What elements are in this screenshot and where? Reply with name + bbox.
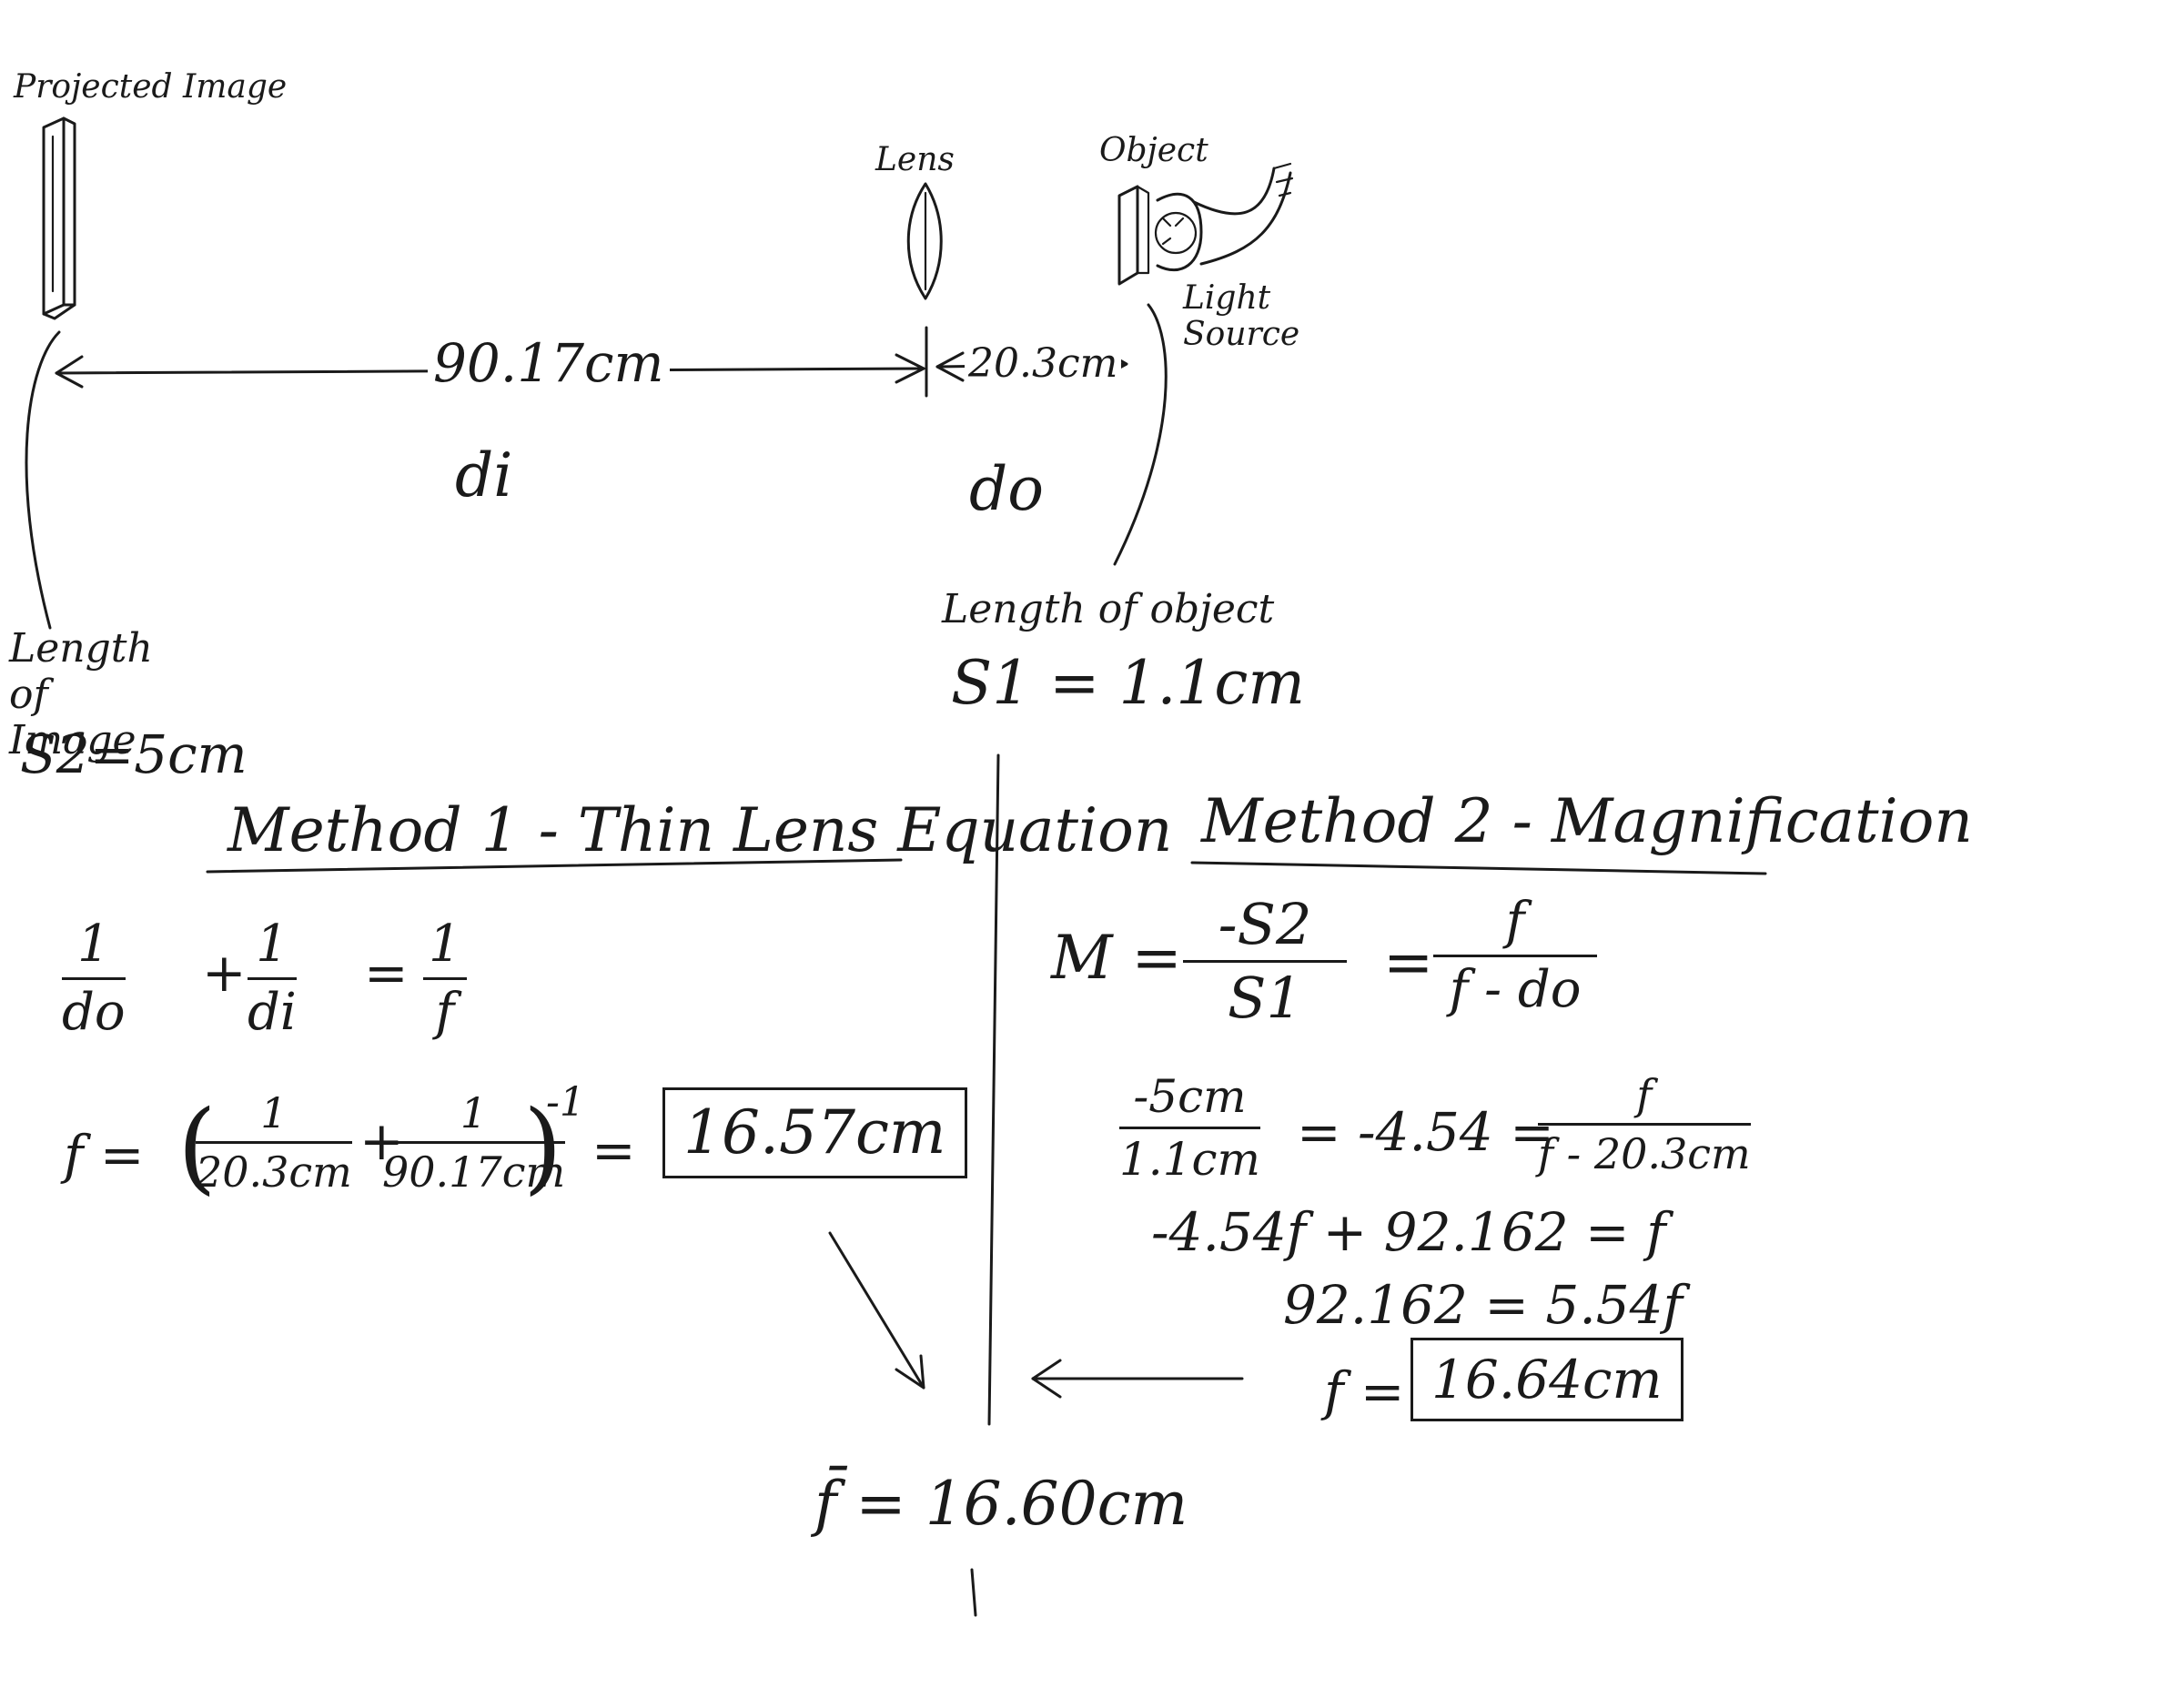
eq1-term-do-num: 1 [62,919,126,980]
method2-title: Method 2 - Magnification [1201,786,1973,856]
eq2-open-paren: ( [177,1088,217,1205]
image-length-label: Length of Image [9,625,153,764]
eq2-equals: = [592,1119,636,1181]
line2-term-a-num: -5cm [1119,1074,1260,1129]
object-label: Object [1099,132,1208,169]
object-length-label: Length of object [942,586,1275,632]
m-term-b-num: f [1433,896,1597,957]
eq2-term-a-den: 20.3cm [196,1147,352,1197]
method2-result-arrow [1031,1359,1244,1399]
projected-image-screen [42,116,76,320]
eq1-term-f-den: f [435,983,455,1042]
eq2-term-b-num: 1 [382,1092,566,1144]
method1-result-arrow [828,1231,925,1390]
m-term-b-den: f - do [1449,960,1582,1019]
object-screen [1117,185,1150,286]
projected-image-label: Projected Image [14,68,288,106]
eq2-term-b-den: 90.17cm [382,1147,566,1197]
eq2-term-b: 1 90.17cm [382,1092,566,1197]
eq1-term-di-den: di [248,983,297,1042]
method1-result-box: 16.57cm [662,1087,967,1178]
di-symbol: di [455,440,513,510]
image-length-pointer [25,330,61,630]
eq1-term-di: 1 di [248,919,297,1038]
m-equals: = [1383,927,1434,997]
lower-divider [970,1568,977,1617]
line2-middle: = -4.54 = [1297,1101,1554,1163]
eq1-term-f: 1 f [423,919,467,1038]
eq1-term-do: 1 do [62,919,126,1038]
eq1-term-f-num: 1 [423,919,467,980]
m-lhs: M = [1051,923,1182,993]
eq2-exponent: -1 [546,1079,585,1126]
method2-line3: -4.54f + 92.162 = f [1151,1201,1666,1263]
line2-term-a-den: 1.1cm [1119,1133,1260,1186]
eq1-equals: = [364,942,409,1004]
eq2-term-a-num: 1 [196,1092,352,1144]
method2-line5-lhs: f = [1324,1360,1405,1422]
m-term-a-den: S1 [1228,965,1302,1031]
average-focal-length: f̄ = 16.60cm [814,1469,1188,1539]
light-source-label: Light Source [1183,279,1300,353]
eq2-close-paren: ) [523,1088,562,1205]
line2-term-a: -5cm 1.1cm [1119,1074,1260,1182]
eq1-term-do-den: do [62,983,126,1042]
lens-label: Lens [875,141,955,178]
line2-term-b-num: f [1538,1074,1751,1126]
m-term-a-num: -S2 [1183,896,1347,963]
m-term-a: -S2 S1 [1183,896,1347,1026]
do-symbol: do [969,454,1044,524]
lens-shape [906,182,943,300]
eq1-plus: + [202,942,247,1004]
center-divider [987,753,1000,1426]
method2-underline [1190,861,1767,875]
method1-underline [206,858,903,874]
do-distance-value: 20.3cm [965,344,1122,384]
object-length-value: S1 = 1.1cm [951,648,1305,718]
method2-result-box: 16.64cm [1410,1338,1684,1421]
image-length-value: S2=5cm [20,723,248,785]
m-term-b: f f - do [1433,896,1597,1016]
di-distance-value: 90.17cm [428,337,670,389]
eq2-term-a: 1 20.3cm [196,1092,352,1193]
method2-line4: 92.162 = 5.54f [1283,1274,1684,1336]
line2-term-b-den: f - 20.3cm [1538,1129,1751,1178]
object-length-pointer [1113,303,1168,566]
eq1-term-di-num: 1 [248,919,297,980]
line2-term-b: f f - 20.3cm [1538,1074,1751,1175]
light-source-shape [1154,162,1294,272]
eq2-lhs: f = [64,1124,145,1186]
method1-title: Method 1 - Thin Lens Equation [228,795,1173,865]
